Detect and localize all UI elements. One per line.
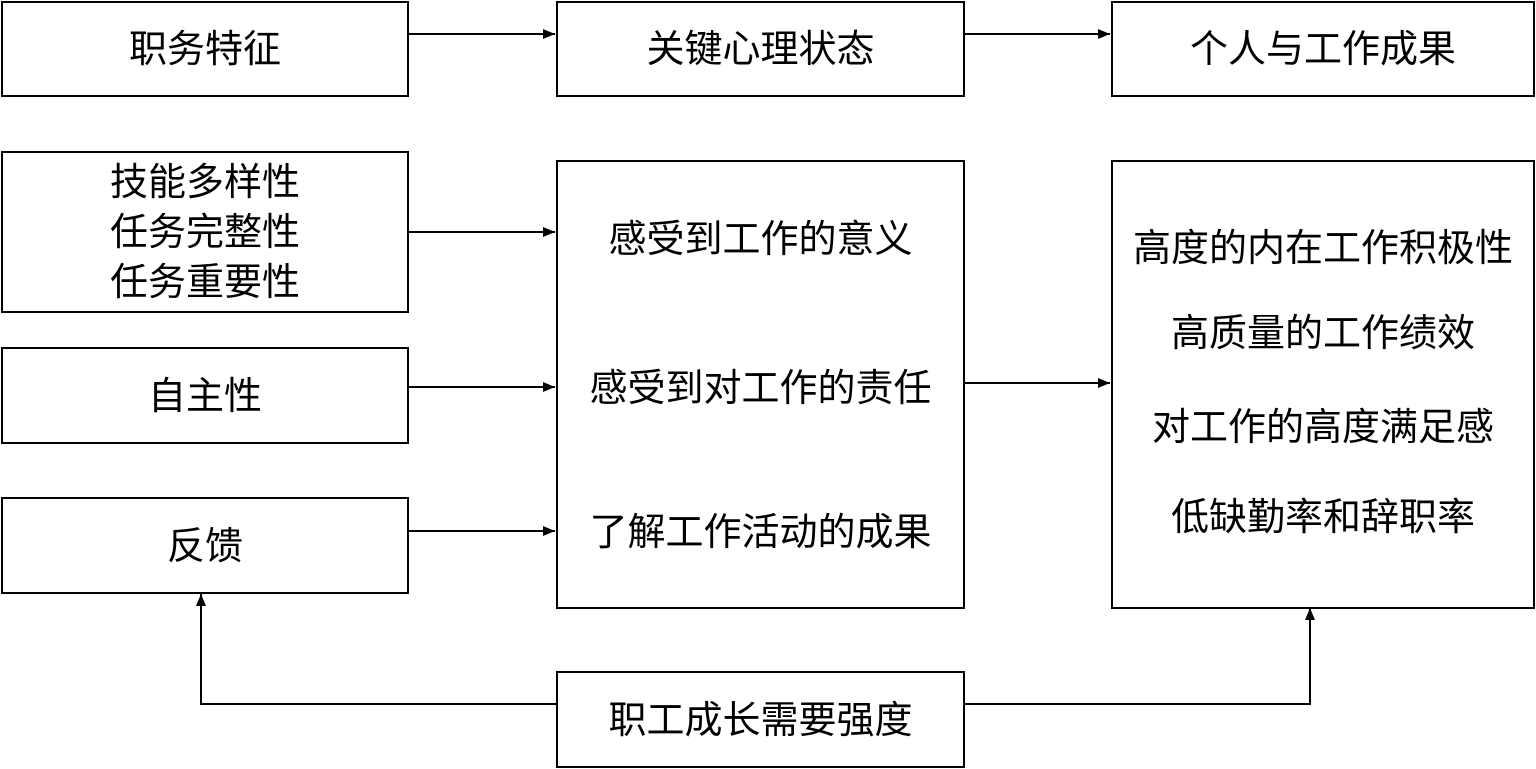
state-meaningfulness: 感受到工作的意义 — [608, 217, 913, 261]
outcome-internal-motivation: 高度的内在工作积极性 — [1132, 226, 1513, 270]
header-personal-work-outcomes-label: 个人与工作成果 — [1189, 27, 1456, 71]
characteristic-skill-variety: 技能多样性 — [109, 160, 300, 204]
characteristic-feedback: 反馈 — [166, 523, 243, 568]
state-responsibility: 感受到对工作的责任 — [589, 366, 932, 410]
outcomes-box: 高度的内在工作积极性 高质量的工作绩效 对工作的高度满足感 低缺勤率和辞职率 — [1111, 160, 1535, 609]
header-job-characteristics-label: 职务特征 — [128, 27, 281, 71]
psychological-states-box: 感受到工作的意义 感受到对工作的责任 了解工作活动的成果 — [556, 160, 965, 609]
header-critical-psychological-states: 关键心理状态 — [556, 1, 965, 97]
characteristic-autonomy-box: 自主性 — [1, 347, 409, 444]
outcome-low-absenteeism: 低缺勤率和辞职率 — [1170, 495, 1475, 539]
outcome-satisfaction: 对工作的高度满足感 — [1151, 405, 1494, 449]
state-knowledge-of-results: 了解工作活动的成果 — [589, 510, 932, 554]
moderator-growth-need-box: 职工成长需要强度 — [556, 671, 965, 768]
outcome-performance: 高质量的工作绩效 — [1170, 311, 1475, 355]
header-job-characteristics: 职务特征 — [1, 1, 409, 97]
header-personal-work-outcomes: 个人与工作成果 — [1111, 1, 1535, 97]
characteristic-feedback-box: 反馈 — [1, 497, 409, 594]
characteristic-autonomy: 自主性 — [147, 373, 262, 418]
characteristics-group-box: 技能多样性 任务完整性 任务重要性 — [1, 151, 409, 313]
arrow-moderator-to-feedback — [196, 594, 557, 705]
moderator-growth-need-strength: 职工成长需要强度 — [608, 697, 913, 742]
characteristic-task-significance: 任务重要性 — [109, 260, 300, 304]
characteristic-task-identity: 任务完整性 — [109, 210, 300, 254]
header-critical-psychological-states-label: 关键心理状态 — [646, 27, 875, 71]
arrow-moderator-to-outcomes — [964, 608, 1315, 705]
